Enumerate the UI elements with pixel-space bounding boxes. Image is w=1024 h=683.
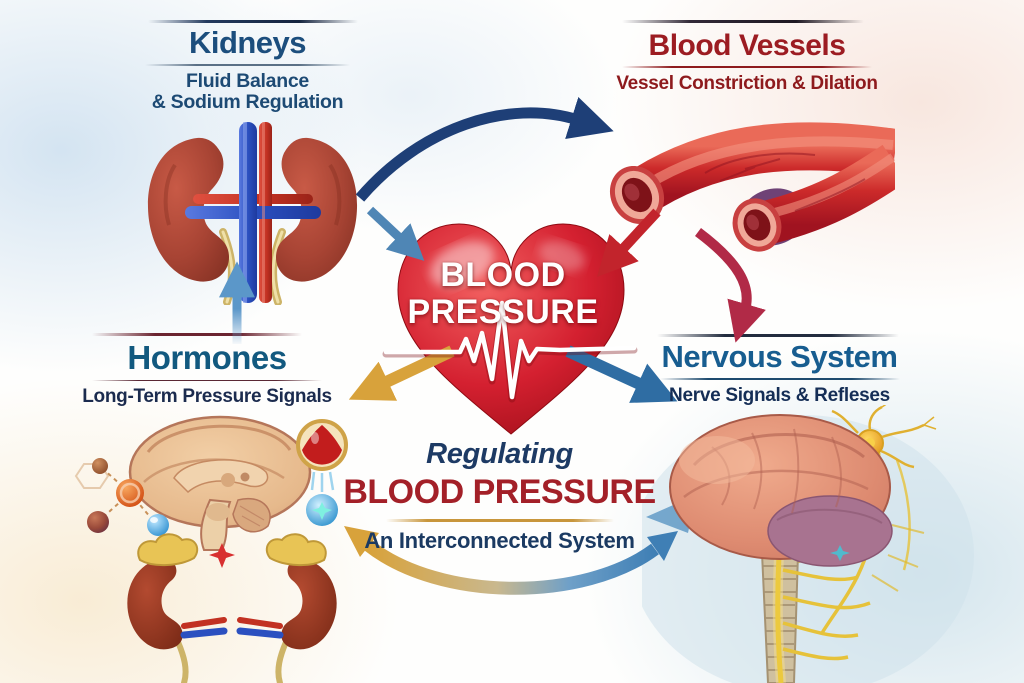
kidney-shapes — [147, 137, 358, 282]
kidneys-top-rule — [148, 20, 358, 23]
center-caption: Regulating BLOOD PRESSURE An Interconnec… — [342, 438, 657, 554]
nervous-top-rule — [657, 334, 899, 337]
kidneys-subtitle-line2: & Sodium Regulation — [151, 91, 344, 114]
nervous-system-rule — [659, 377, 900, 380]
arrow-vessels-to-heart — [596, 208, 661, 277]
side-brain — [669, 414, 893, 567]
blue-wash — [642, 415, 974, 683]
kidneys-section-header: Kidneys Fluid Balance & Sodium Regulatio… — [115, 25, 380, 114]
heart-label: BLOOD PRESSURE — [397, 257, 609, 330]
heart-label-line2: PRESSURE — [407, 292, 599, 331]
kidneys-subtitle-line1: Fluid Balance — [186, 69, 309, 92]
hormones-subtitle: Long-Term Pressure Signals — [82, 386, 332, 408]
caption-subtitle: An Interconnected System — [364, 528, 635, 553]
hormone-droplet-icon — [296, 419, 348, 526]
blood-vessels-section-header: Blood Vessels Vessel Constriction & Dila… — [597, 30, 897, 94]
blood-vessels-rule — [622, 65, 872, 68]
hormones-illustration — [74, 415, 348, 683]
arrow-heart-to-nervous — [565, 345, 678, 403]
vessel-tube-upper — [623, 122, 895, 216]
kidneys-rule — [145, 63, 350, 66]
hormones-section-header: Hormones Long-Term Pressure Signals — [72, 339, 342, 408]
caption-blood-pressure: BLOOD PRESSURE — [343, 473, 656, 511]
vessel-opening-lower — [732, 198, 782, 252]
kidneys-illustration — [147, 122, 358, 305]
blood-vessels-illustration — [609, 122, 895, 252]
blood-vessels-title: Blood Vessels — [648, 29, 846, 62]
nervous-system-illustration — [642, 405, 974, 683]
renal-vessels — [185, 122, 321, 303]
vessel-tube-lower — [739, 144, 895, 247]
vessels-top-rule — [622, 20, 864, 23]
adrenal-kidneys — [127, 533, 337, 683]
arrow-heart-to-hormones — [348, 345, 455, 401]
ureters — [219, 228, 286, 305]
arrow-kidneys-to-vessels — [355, 97, 614, 202]
decorative-blue-arrows — [646, 495, 770, 533]
nervous-system-section-header: Nervous System Nerve Signals & Refleses — [642, 339, 917, 406]
arrow-kidneys-to-heart — [366, 206, 425, 261]
arrow-vessels-to-nervous — [694, 228, 766, 343]
nervous-system-subtitle: Nerve Signals & Refleses — [669, 384, 890, 406]
nervous-system-title: Nervous System — [661, 339, 898, 374]
sparkle-icon — [209, 543, 235, 568]
vessel-opening-upper — [609, 165, 665, 225]
nerve-network — [783, 405, 937, 634]
sagittal-brain — [128, 415, 312, 551]
hormone-molecules — [74, 458, 169, 536]
spinal-column — [760, 552, 871, 683]
hormones-rule — [92, 379, 322, 382]
hormones-top-rule — [92, 333, 302, 336]
kidneys-title: Kidneys — [188, 25, 307, 60]
caption-rule — [385, 519, 614, 522]
hormones-title: Hormones — [127, 339, 287, 376]
teal-sparkle-icon — [830, 545, 850, 561]
caption-regulating: Regulating — [426, 438, 573, 470]
heart-label-line1: BLOOD — [440, 256, 566, 294]
blood-vessels-subtitle: Vessel Constriction & Dilation — [616, 72, 878, 94]
